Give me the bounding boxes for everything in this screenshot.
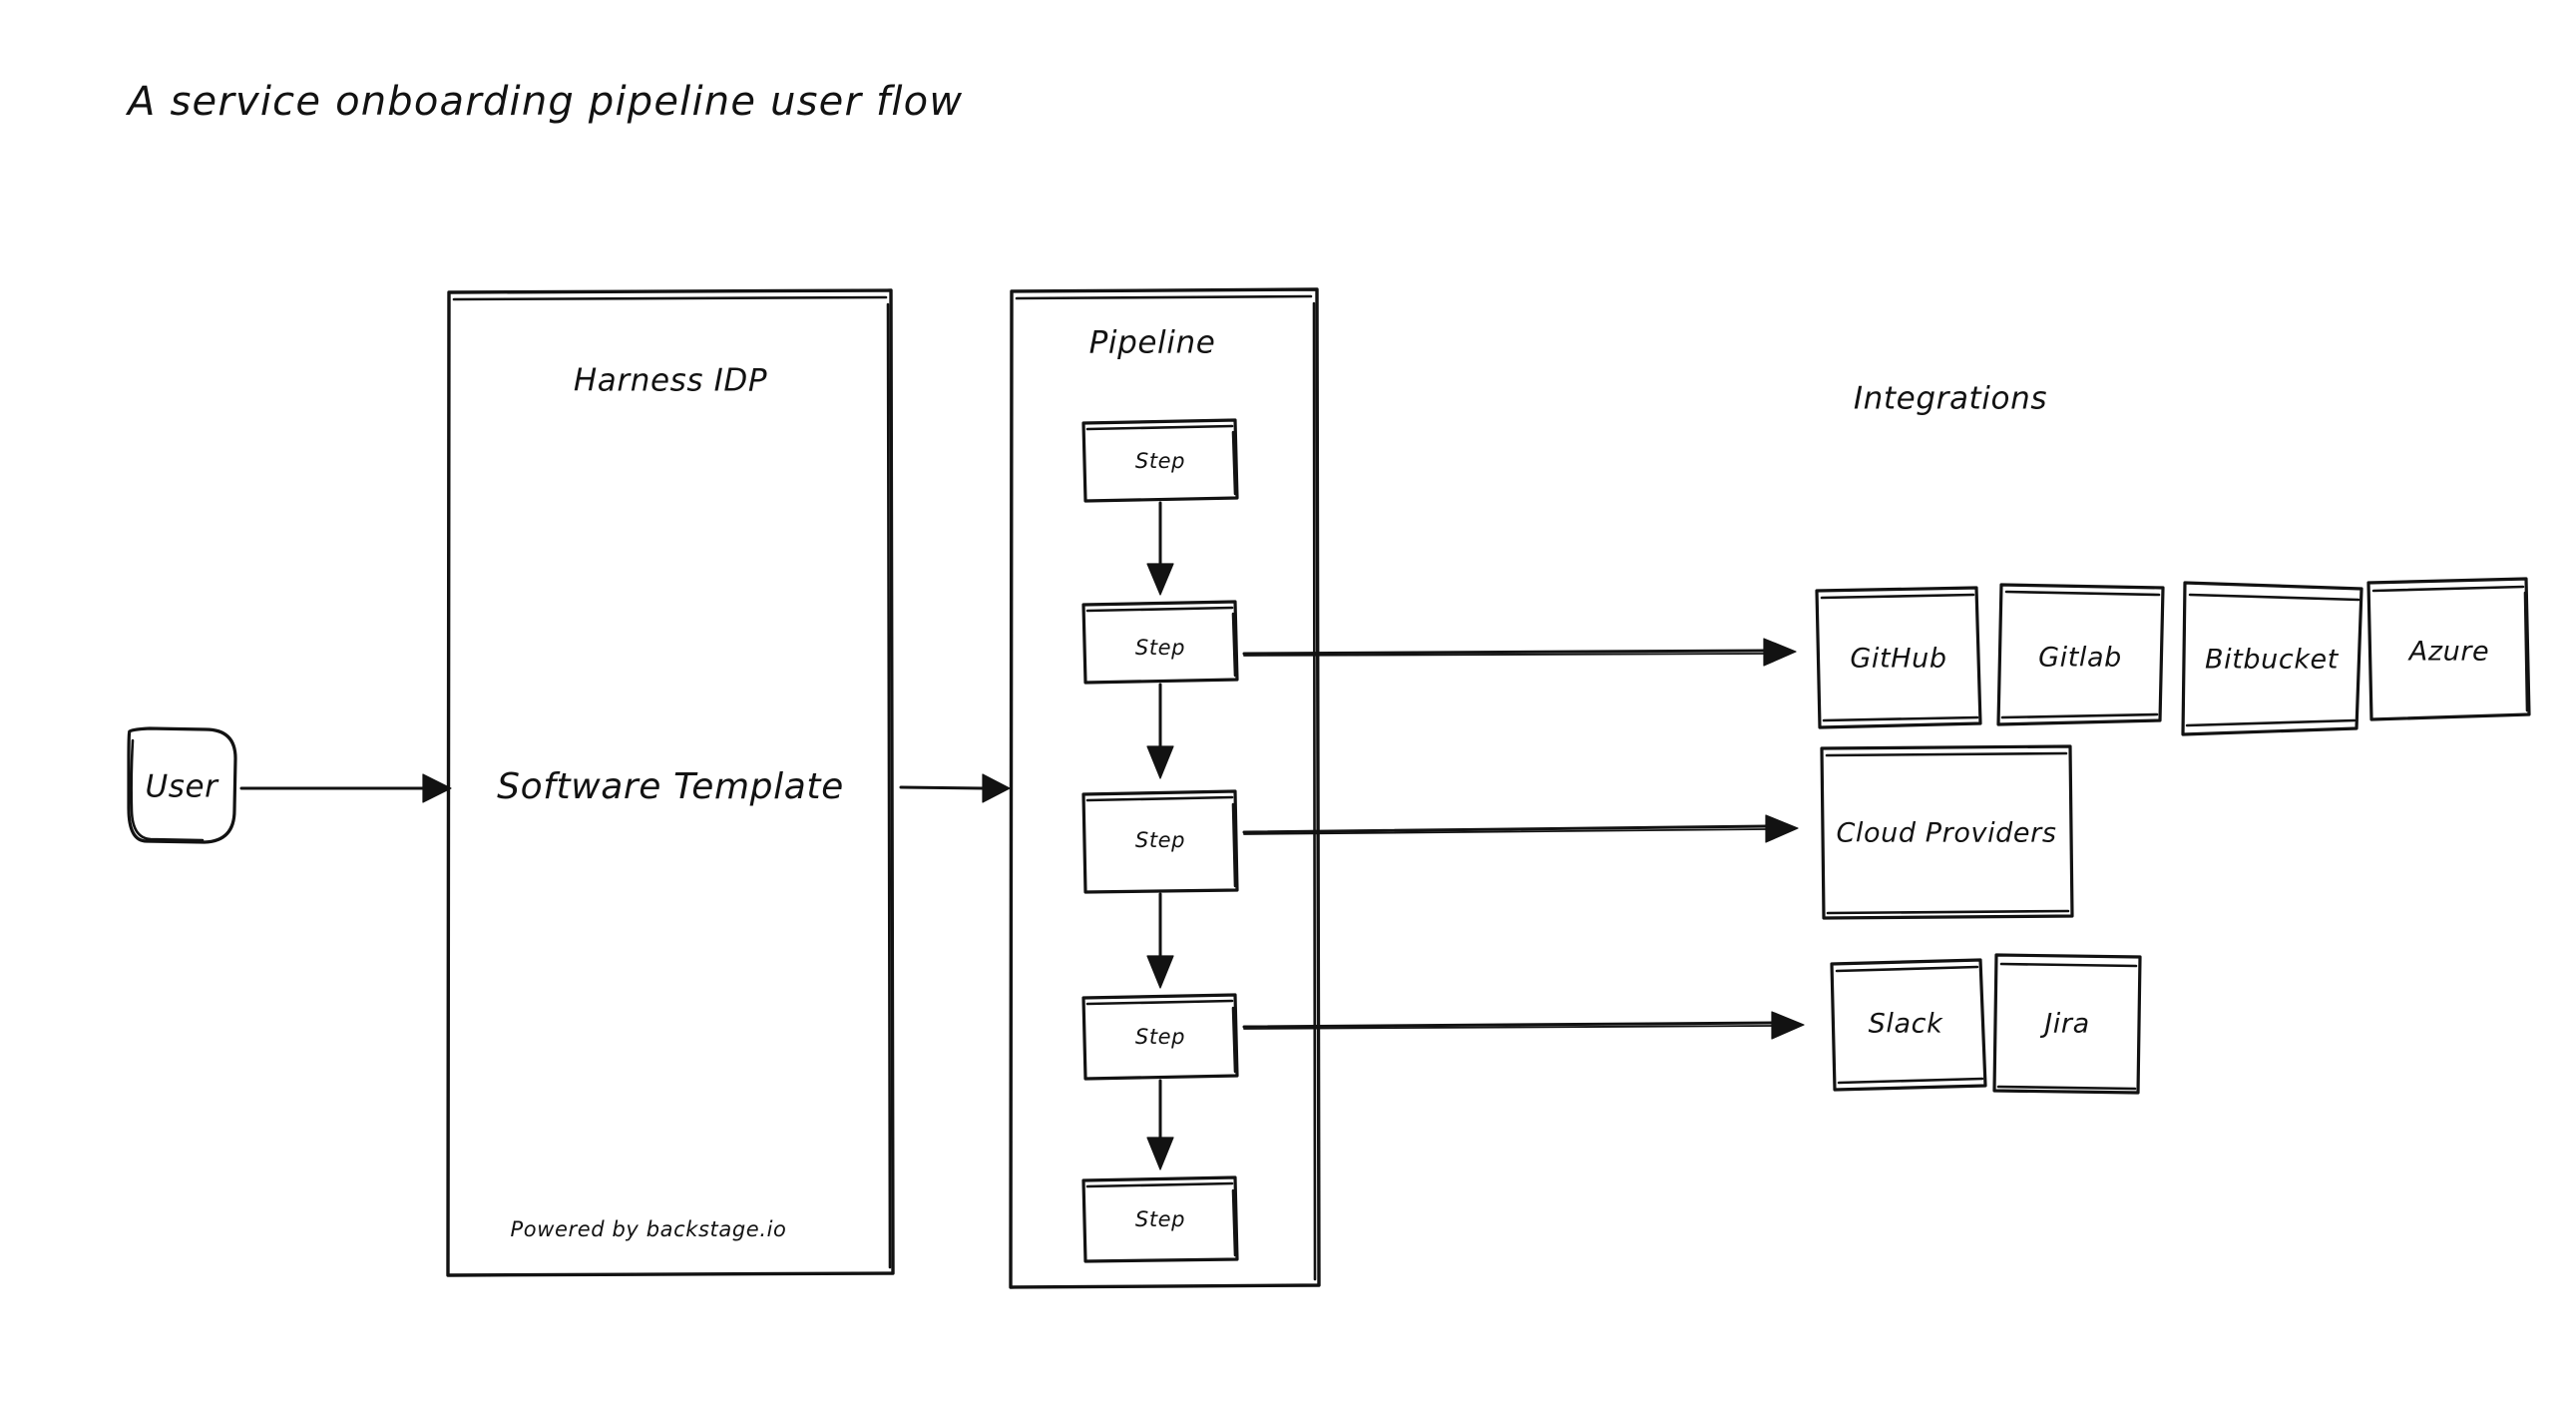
integration-slack[interactable]: Slack (1830, 958, 1987, 1092)
integration-slack-label: Slack (1869, 1009, 1943, 1040)
integration-box-accent (1825, 751, 2070, 915)
step-box-outline (1081, 418, 1239, 503)
page-title: A service onboarding pipeline user flow (125, 79, 963, 125)
step-box-accent (1085, 606, 1237, 678)
backstage-footnote: Powered by backstage.io (511, 1217, 787, 1241)
integration-box-outline (1992, 953, 2142, 1095)
group-harness-idp[interactable]: Harness IDP Software Template Powered by… (446, 288, 895, 1277)
integration-gitlab[interactable]: Gitlab (1996, 583, 2165, 726)
software-template-label: Software Template (497, 766, 844, 807)
integration-azure-label: Azure (2407, 637, 2489, 668)
step-box-outline (1081, 600, 1239, 685)
step-box-outline (1081, 993, 1239, 1081)
group-harness-idp-title: Harness IDP (574, 363, 767, 399)
integration-github-label: GitHub (1850, 644, 1946, 675)
step-box-accent (1085, 424, 1237, 496)
step-box-outline (1081, 1175, 1239, 1263)
group-pipeline-title: Pipeline (1089, 325, 1216, 361)
arrow-step4-to-step5 (1146, 1079, 1174, 1170)
integration-bitbucket[interactable]: Bitbucket (2181, 581, 2363, 736)
integration-cloud-providers[interactable]: Cloud Providers (1820, 744, 2074, 920)
integration-jira[interactable]: Jira (1992, 953, 2142, 1095)
user-box-sketch-accent (130, 738, 205, 842)
integration-box-accent (2371, 585, 2529, 712)
integration-gitlab-label: Gitlab (2038, 643, 2122, 674)
pipeline-step-4[interactable]: Step (1081, 993, 1239, 1081)
pipeline-border (1009, 287, 1321, 1289)
pipeline-step-4-label: Step (1135, 1025, 1185, 1049)
integration-github[interactable]: GitHub (1815, 586, 1982, 729)
integration-box-outline (2366, 577, 2531, 721)
step-box-outline (1081, 789, 1239, 894)
pipeline-step-1[interactable]: Step (1081, 418, 1239, 503)
user-box-outline (127, 726, 237, 844)
arrow-step3-to-cloud-providers (1242, 814, 1799, 843)
node-user-label: User (145, 769, 219, 805)
group-pipeline[interactable]: Pipeline Step Step (1009, 287, 1321, 1289)
step-box-accent (1085, 999, 1237, 1074)
integration-box-outline (1830, 958, 1987, 1092)
arrow-user-to-harness-idp (239, 773, 452, 803)
pipeline-step-3-label: Step (1135, 828, 1185, 852)
pipeline-step-3[interactable]: Step (1081, 789, 1239, 894)
arrow-step1-to-step2 (1146, 501, 1174, 596)
integration-box-outline (2181, 581, 2363, 736)
arrow-harness-idp-to-pipeline (899, 773, 1011, 803)
pipeline-step-5[interactable]: Step (1081, 1175, 1239, 1263)
pipeline-step-2-label: Step (1135, 636, 1185, 660)
integration-box-outline (1815, 586, 1982, 729)
integration-box-outline (1820, 744, 2074, 920)
arrow-step4-to-slack (1242, 1011, 1805, 1040)
integration-box-accent (2000, 590, 2161, 719)
group-integrations-title: Integrations (1854, 381, 2047, 417)
integration-box-accent (1835, 965, 1984, 1085)
integration-cloud-providers-label: Cloud Providers (1836, 818, 2056, 849)
arrow-step2-to-github (1242, 638, 1797, 667)
arrow-step3-to-step4 (1146, 892, 1174, 989)
harness-idp-border (446, 288, 895, 1277)
integration-box-accent (2185, 593, 2361, 727)
pipeline-step-5-label: Step (1135, 1207, 1185, 1231)
harness-idp-border-accent (452, 295, 892, 1269)
integration-box-accent (1996, 962, 2138, 1091)
pipeline-border-accent (1015, 294, 1317, 1281)
step-box-accent (1085, 795, 1237, 888)
arrow-step2-to-step3 (1146, 683, 1174, 779)
integration-box-outline (1996, 583, 2165, 726)
integration-jira-label: Jira (2039, 1009, 2090, 1040)
integration-bitbucket-label: Bitbucket (2205, 645, 2340, 676)
step-box-accent (1085, 1181, 1237, 1257)
integration-box-accent (1820, 593, 1979, 722)
pipeline-step-1-label: Step (1135, 449, 1185, 473)
node-user[interactable]: User (127, 726, 237, 844)
pipeline-step-2[interactable]: Step (1081, 600, 1239, 685)
integration-azure[interactable]: Azure (2366, 577, 2531, 721)
